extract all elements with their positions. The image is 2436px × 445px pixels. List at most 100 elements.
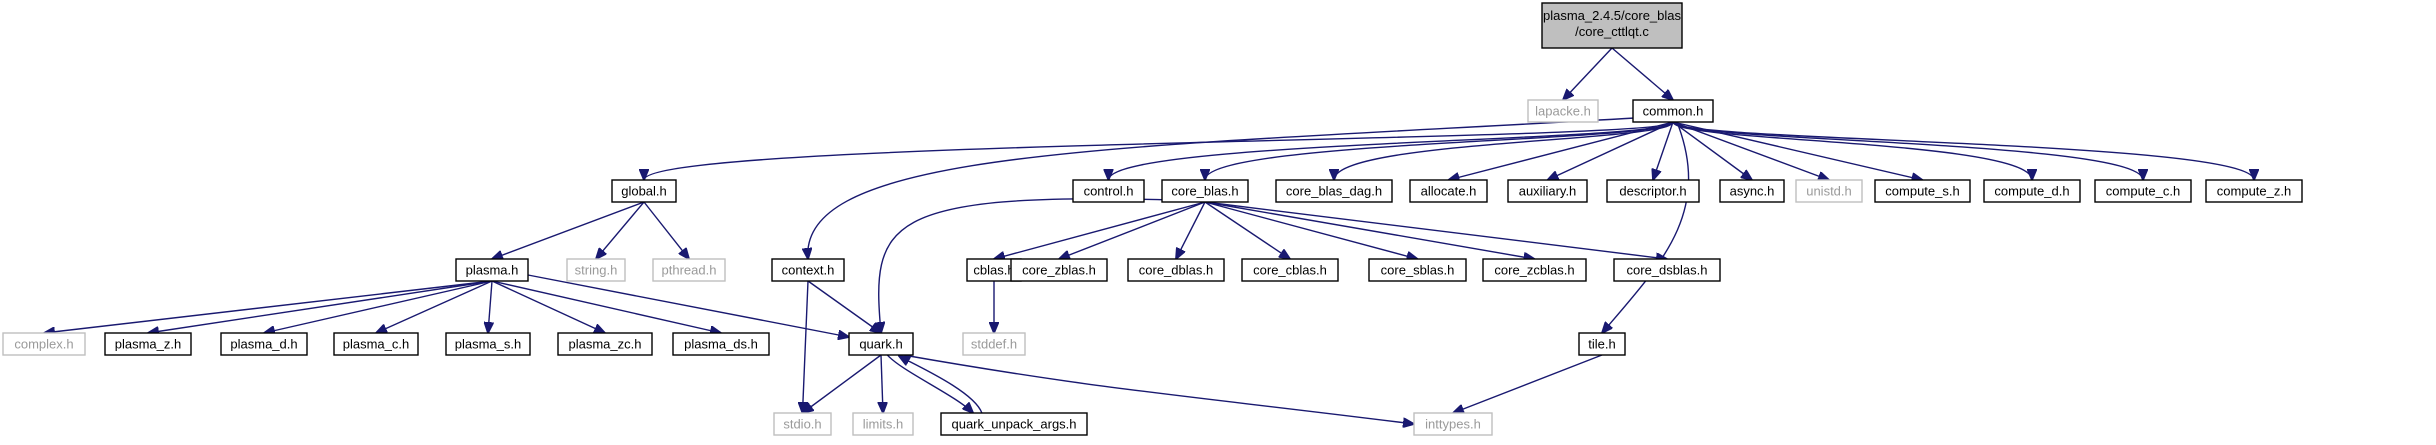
node-box — [557, 332, 653, 356]
edge-plasma-to-quark — [527, 274, 849, 337]
node-label: context.h — [782, 263, 835, 278]
node-plasma-s[interactable]: plasma_s.h — [445, 332, 531, 356]
edge-core_blas-to-cblas — [994, 201, 1206, 259]
node-box — [773, 412, 832, 436]
node-string[interactable]: string.h — [566, 258, 626, 282]
node-box — [852, 412, 914, 436]
node-quark[interactable]: quark.h — [848, 332, 914, 356]
node-label: plasma_zc.h — [569, 337, 642, 352]
node-box — [1795, 179, 1863, 203]
node-compute-s[interactable]: compute_s.h — [1874, 179, 1971, 203]
node-lapacke[interactable]: lapacke.h — [1527, 99, 1599, 123]
node-box — [1368, 258, 1467, 282]
node-label: compute_c.h — [2106, 184, 2180, 199]
node-allocate[interactable]: allocate.h — [1409, 179, 1488, 203]
node-label: allocate.h — [1421, 184, 1477, 199]
node-limits[interactable]: limits.h — [852, 412, 914, 436]
node-core-dblas[interactable]: core_dblas.h — [1127, 258, 1225, 282]
node-stddef[interactable]: stddef.h — [962, 332, 1026, 356]
edge-quark-to-inttypes — [903, 354, 1414, 424]
node-label: global.h — [621, 184, 667, 199]
node-label: core_cblas.h — [1253, 263, 1327, 278]
node-label: plasma_2.4.5/core_blas — [1543, 8, 1682, 23]
node-label: core_sblas.h — [1381, 263, 1455, 278]
node-label: quark_unpack_args.h — [951, 417, 1076, 432]
node-root[interactable]: plasma_2.4.5/core_blas/core_cttlqt.c — [1541, 2, 1683, 49]
edge-global-to-string — [596, 201, 645, 259]
edge-plasma-to-plasma_ds — [491, 280, 721, 333]
node-compute-z[interactable]: compute_z.h — [2205, 179, 2303, 203]
node-cblas[interactable]: cblas.h — [966, 258, 1022, 282]
node-plasma-zc[interactable]: plasma_zc.h — [557, 332, 653, 356]
node-tile[interactable]: tile.h — [1578, 332, 1626, 356]
edge-common-to-compute_z — [1672, 121, 2254, 180]
node-auxiliary[interactable]: auxiliary.h — [1507, 179, 1588, 203]
edge-core_blas-to-core_dblas — [1176, 201, 1206, 259]
node-core-zcblas[interactable]: core_zcblas.h — [1482, 258, 1587, 282]
node-box — [1632, 99, 1714, 123]
node-core-cblas[interactable]: core_cblas.h — [1241, 258, 1339, 282]
edge-plasma-to-plasma_zc — [491, 280, 605, 333]
node-core-blas[interactable]: core_blas.h — [1161, 179, 1249, 203]
node-unistd[interactable]: unistd.h — [1795, 179, 1863, 203]
node-core-zblas[interactable]: core_zblas.h — [1010, 258, 1108, 282]
node-box — [566, 258, 626, 282]
node-box — [104, 332, 192, 356]
node-box — [1874, 179, 1971, 203]
node-plasma-ds[interactable]: plasma_ds.h — [672, 332, 770, 356]
edge-root-to-lapacke — [1563, 47, 1613, 100]
edge-quark_unpack_args-to-quark — [899, 356, 983, 414]
node-box — [1010, 258, 1108, 282]
edge-context-to-quark — [807, 280, 881, 333]
node-box — [1507, 179, 1588, 203]
node-label: stdio.h — [783, 417, 821, 432]
node-plasma-d[interactable]: plasma_d.h — [220, 332, 308, 356]
node-async[interactable]: async.h — [1719, 179, 1785, 203]
node-quark-unpack-args[interactable]: quark_unpack_args.h — [940, 412, 1088, 436]
node-label: complex.h — [14, 337, 73, 352]
edge-core_blas-to-core_sblas — [1204, 201, 1418, 259]
node-descriptor[interactable]: descriptor.h — [1606, 179, 1700, 203]
node-control[interactable]: control.h — [1072, 179, 1145, 203]
node-label: plasma_s.h — [455, 337, 521, 352]
node-global[interactable]: global.h — [611, 179, 677, 203]
node-complex[interactable]: complex.h — [2, 332, 86, 356]
node-stdio[interactable]: stdio.h — [773, 412, 832, 436]
edge-core_blas-to-core_dsblas — [1204, 201, 1667, 259]
node-box — [455, 258, 529, 282]
edge-common-to-global — [644, 121, 1674, 180]
node-compute-c[interactable]: compute_c.h — [2094, 179, 2192, 203]
node-box — [445, 332, 531, 356]
node-label: common.h — [1643, 104, 1704, 119]
node-inttypes[interactable]: inttypes.h — [1413, 412, 1493, 436]
node-box — [771, 258, 845, 282]
node-label: pthread.h — [662, 263, 717, 278]
node-core-blas-dag[interactable]: core_blas_dag.h — [1275, 179, 1393, 203]
node-context[interactable]: context.h — [771, 258, 845, 282]
node-core-sblas[interactable]: core_sblas.h — [1368, 258, 1467, 282]
edge-plasma-to-complex — [44, 280, 493, 333]
node-label: stddef.h — [971, 337, 1017, 352]
edge-layer — [44, 47, 2254, 424]
edge-global-to-plasma — [492, 201, 645, 259]
node-label: core_dsblas.h — [1627, 263, 1708, 278]
edge-root-to-common — [1611, 47, 1673, 100]
edge-common-to-allocate — [1449, 121, 1674, 180]
node-pthread[interactable]: pthread.h — [652, 258, 726, 282]
node-plasma-c[interactable]: plasma_c.h — [333, 332, 419, 356]
node-box — [333, 332, 419, 356]
node-core-dsblas[interactable]: core_dsblas.h — [1613, 258, 1721, 282]
node-label: plasma.h — [466, 263, 519, 278]
edge-common-to-unistd — [1672, 121, 1829, 180]
node-label: tile.h — [1588, 337, 1615, 352]
node-plasma[interactable]: plasma.h — [455, 258, 529, 282]
node-label: compute_d.h — [1994, 184, 2069, 199]
node-compute-d[interactable]: compute_d.h — [1983, 179, 2081, 203]
node-common[interactable]: common.h — [1632, 99, 1714, 123]
node-label: plasma_ds.h — [684, 337, 758, 352]
node-box — [848, 332, 914, 356]
node-plasma-z[interactable]: plasma_z.h — [104, 332, 192, 356]
node-box — [1541, 2, 1683, 49]
node-box — [1613, 258, 1721, 282]
edge-common-to-core_blas — [1205, 121, 1674, 180]
